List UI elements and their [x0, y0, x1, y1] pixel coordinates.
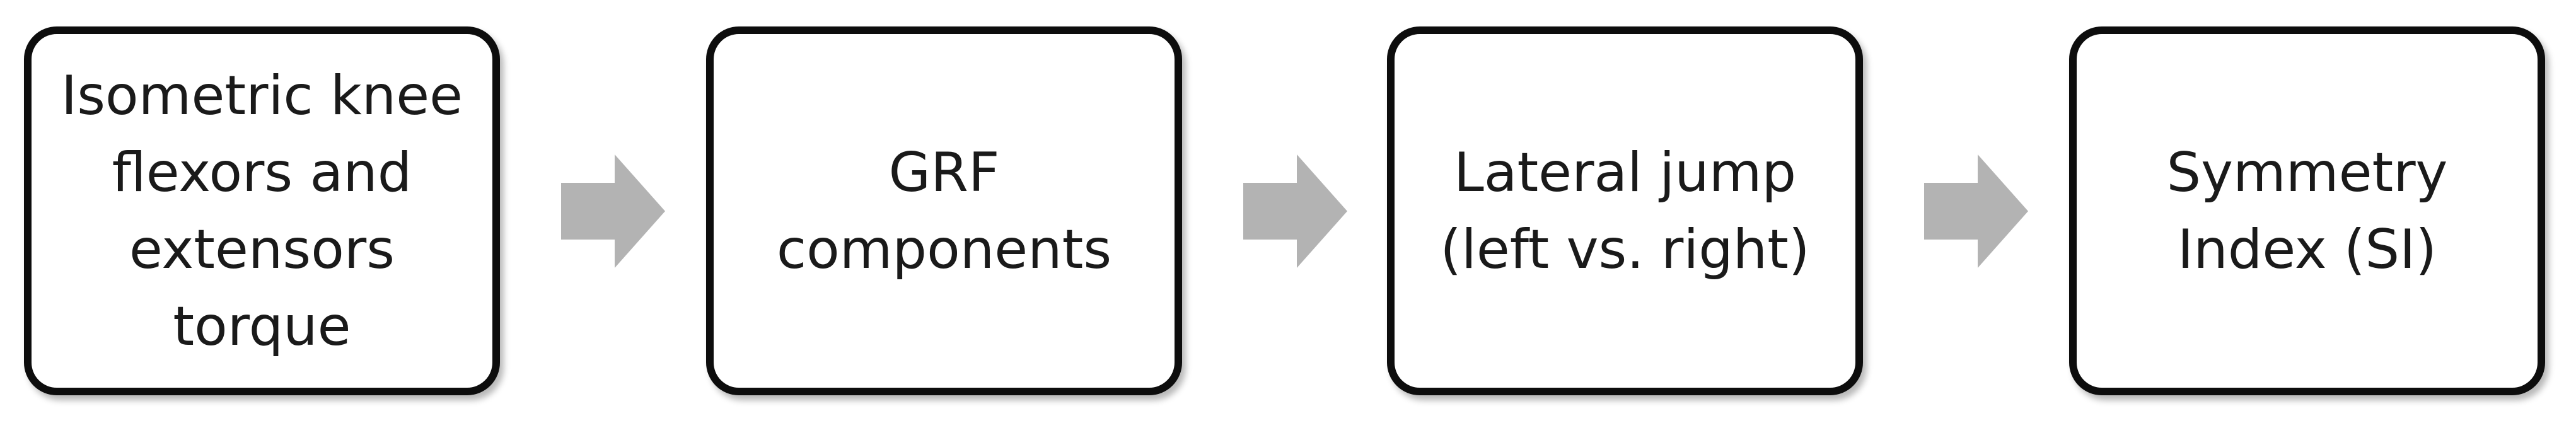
- step-box-lateral-jump: Lateral jump (left vs. right): [1387, 26, 1863, 395]
- step-box-grf-components: GRF components: [706, 26, 1182, 395]
- right-arrow-icon: [561, 154, 665, 268]
- step-label: Lateral jump (left vs. right): [1440, 141, 1810, 281]
- step-label: GRF components: [776, 141, 1112, 281]
- step-box-symmetry-index: Symmetry Index (SI): [2069, 26, 2545, 395]
- right-arrow-icon: [1924, 154, 2028, 268]
- step-box-isometric-torque: Isometric knee flexors and extensors tor…: [24, 26, 500, 395]
- step-label: Symmetry Index (SI): [2166, 141, 2448, 281]
- step-label: Isometric knee flexors and extensors tor…: [61, 64, 463, 358]
- right-arrow-icon: [1243, 154, 1347, 268]
